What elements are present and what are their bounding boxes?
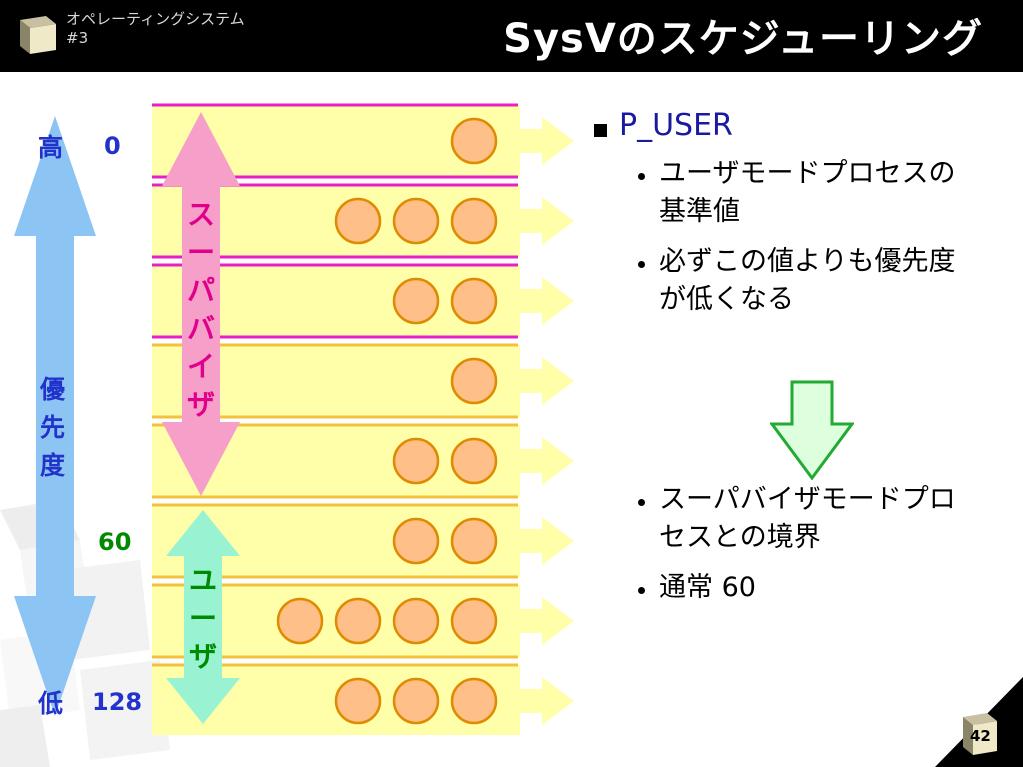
- process-circle: [392, 597, 440, 645]
- queue-arrow-icon: [518, 437, 574, 485]
- process-circle: [450, 117, 498, 165]
- lecture-number: #3: [66, 29, 89, 47]
- sub-bullet: 必ずこの値よりも優先度が低くなる: [638, 243, 978, 319]
- sub-bullet-text: 通常 60: [659, 572, 756, 603]
- main-bullet: P_USER: [590, 108, 1010, 143]
- process-circle: [334, 677, 382, 725]
- page-corner-decoration: [935, 677, 1023, 767]
- supervisor-char: イ: [186, 350, 215, 383]
- axis-high-label: 高: [38, 133, 64, 162]
- axis-priority-char-1: 優: [40, 375, 66, 404]
- queue-arrow-icon: [518, 357, 574, 405]
- supervisor-char: パ: [186, 274, 215, 307]
- user-range-arrow: [166, 510, 240, 724]
- supervisor-label: ス ー パ バ イ ザ: [181, 196, 221, 424]
- course-info: オペレーティングシステム #3: [66, 10, 245, 48]
- process-circle: [450, 677, 498, 725]
- sub-bullet: ユーザモードプロセスの基準値: [638, 155, 978, 231]
- priority-tick-0: 0: [104, 132, 121, 160]
- process-circle: [450, 277, 498, 325]
- process-circle: [450, 437, 498, 485]
- user-label: ユ ー ザ: [183, 562, 223, 676]
- sub-bullet-text: 必ずこの値よりも優先度が低くなる: [659, 246, 956, 315]
- supervisor-char: ー: [186, 236, 215, 269]
- dot-bullet-icon: [638, 261, 645, 268]
- queue-arrow-icon: [518, 197, 574, 245]
- process-circle: [450, 357, 498, 405]
- dot-bullet-icon: [638, 173, 645, 180]
- main-bullet-text: P_USER: [619, 108, 733, 143]
- queue-arrow-icon: [518, 597, 574, 645]
- sub-bullet: スーパバイザモードプロセスとの境界: [638, 481, 978, 557]
- supervisor-char: バ: [186, 312, 215, 345]
- process-circle: [392, 517, 440, 565]
- axis-low-label: 低: [38, 689, 64, 718]
- down-arrow-icon: [770, 380, 854, 480]
- cube-logo-icon: [20, 16, 56, 54]
- square-bullet-icon: [594, 124, 607, 137]
- supervisor-char: ス: [186, 198, 215, 231]
- process-circle: [392, 197, 440, 245]
- queue-arrow-icon: [518, 117, 574, 165]
- process-circle: [276, 597, 324, 645]
- process-circle: [392, 677, 440, 725]
- process-circle: [450, 197, 498, 245]
- process-circle: [334, 597, 382, 645]
- dot-bullet-icon: [638, 499, 645, 506]
- queue-arrow-icon: [518, 517, 574, 565]
- process-circle: [392, 277, 440, 325]
- priority-tick-128: 128: [92, 688, 143, 716]
- priority-axis-arrow: [14, 116, 96, 716]
- sub-bullet-text: ユーザモードプロセスの基準値: [659, 158, 956, 227]
- course-name: オペレーティングシステム: [66, 10, 245, 28]
- page-number: 42: [970, 727, 991, 745]
- user-char: ユ: [188, 564, 217, 597]
- sub-bullet-text: スーパバイザモードプロセスとの境界: [659, 484, 956, 553]
- process-circle: [392, 437, 440, 485]
- slide-header: オペレーティングシステム #3 SysVのスケジューリング: [0, 0, 1023, 72]
- priority-tick-60: 60: [98, 528, 132, 556]
- queue-arrow-icon: [518, 677, 574, 725]
- axis-priority-char-2: 先: [40, 413, 66, 442]
- process-circle: [450, 517, 498, 565]
- bullet-list: P_USER ユーザモードプロセスの基準値 必ずこの値よりも優先度が低くなる ス…: [590, 108, 1010, 607]
- supervisor-char: ザ: [186, 388, 215, 421]
- user-char: ー: [188, 602, 217, 635]
- axis-priority-char-3: 度: [40, 451, 66, 480]
- slide-title: SysVのスケジューリング: [503, 16, 983, 62]
- sub-bullet: 通常 60: [638, 569, 978, 607]
- process-circle: [334, 197, 382, 245]
- process-circle: [450, 597, 498, 645]
- queue-arrow-icon: [518, 277, 574, 325]
- user-char: ザ: [188, 640, 217, 673]
- dot-bullet-icon: [638, 587, 645, 594]
- supervisor-range-arrow: [162, 112, 240, 496]
